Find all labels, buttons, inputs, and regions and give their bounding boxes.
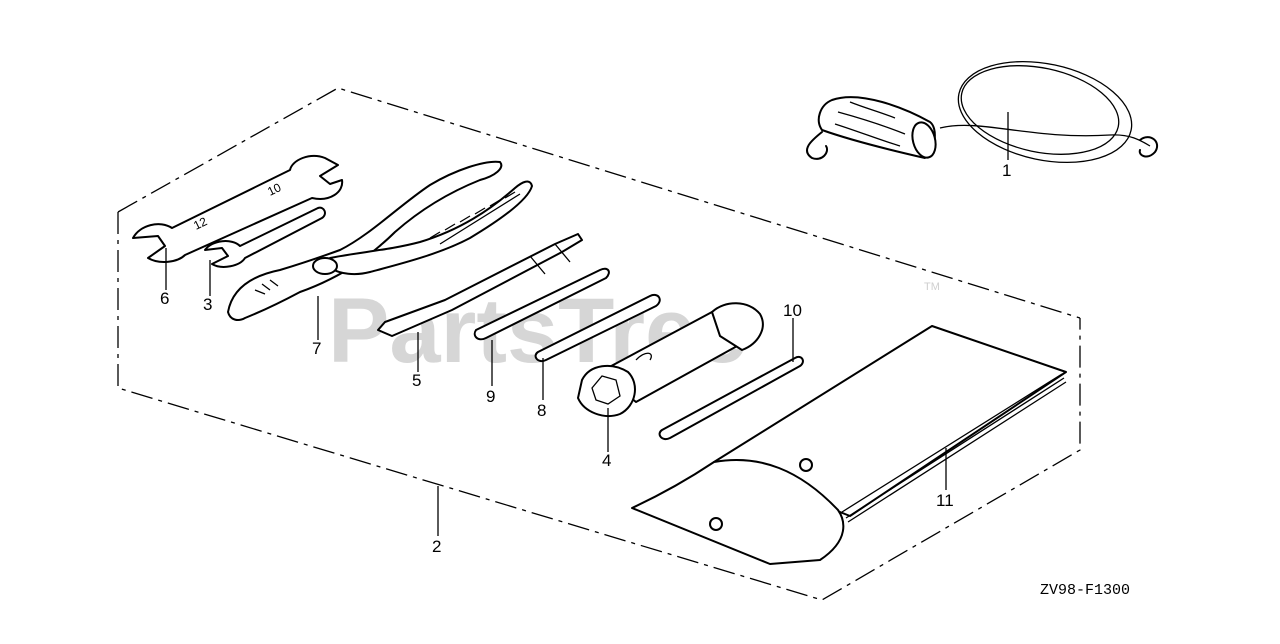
part-6-wrench[interactable]: 12 10 (132, 154, 344, 263)
svg-text:10: 10 (265, 180, 283, 199)
callout-4[interactable]: 4 (602, 451, 611, 470)
callout-11[interactable]: 11 (936, 491, 954, 510)
callouts: 1 2 3 4 5 6 7 8 9 10 11 (160, 161, 1011, 556)
part-1-starter-rope[interactable] (806, 47, 1159, 177)
callout-2[interactable]: 2 (432, 537, 441, 556)
part-8-bit[interactable] (534, 294, 661, 362)
callout-9[interactable]: 9 (486, 387, 495, 406)
callout-7[interactable]: 7 (312, 339, 321, 358)
callout-5[interactable]: 5 (412, 371, 421, 390)
part-5-screwdriver[interactable] (377, 233, 583, 337)
callout-6[interactable]: 6 (160, 289, 169, 308)
part-4-plug-wrench[interactable] (577, 302, 764, 417)
diagram-code: ZV98-F1300 (1040, 582, 1130, 599)
callout-10[interactable]: 10 (783, 301, 802, 320)
part-11-tool-bag[interactable] (631, 325, 1067, 565)
part-10-tommy-bar[interactable] (658, 356, 804, 440)
callout-8[interactable]: 8 (537, 401, 546, 420)
part-3-wrench[interactable] (204, 206, 326, 268)
svg-text:12: 12 (191, 214, 209, 233)
part-7-pliers[interactable] (227, 160, 533, 321)
watermark-tm: TM (924, 281, 940, 293)
callout-3[interactable]: 3 (203, 295, 212, 314)
part-9-grip[interactable] (473, 267, 610, 341)
tool-kit-boundary (117, 87, 1081, 601)
callout-1[interactable]: 1 (1002, 161, 1011, 180)
leader-lines (165, 112, 1009, 536)
